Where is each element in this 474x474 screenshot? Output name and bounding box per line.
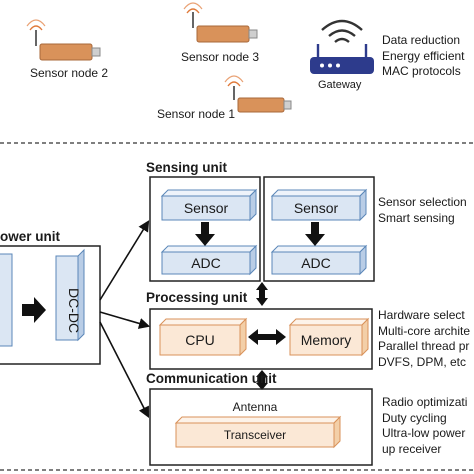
power-arrow bbox=[22, 297, 46, 323]
processing-unit-title: Processing unit bbox=[146, 290, 248, 305]
transceiver-label: Transceiver bbox=[223, 428, 287, 442]
arrow-to-processing bbox=[99, 311, 151, 329]
network-note: Energy efficient bbox=[382, 48, 465, 63]
power-unit-box bbox=[0, 245, 101, 365]
right-sensor-label: Sensor bbox=[293, 200, 339, 216]
communication-note: Duty cycling bbox=[382, 410, 447, 425]
sensor-node-3-label: Sensor node 3 bbox=[181, 50, 260, 64]
processing-note: Hardware select bbox=[378, 308, 465, 322]
antenna-label: Antenna bbox=[232, 400, 278, 414]
sensing-note: Sensor selection bbox=[378, 195, 467, 209]
right-sensor-to-adc-arrow bbox=[305, 222, 325, 246]
memory-label: Memory bbox=[300, 332, 352, 348]
network-note: Data reduction bbox=[382, 33, 461, 47]
communication-note: Radio optimizati bbox=[382, 395, 468, 409]
sensor-node-1-label: Sensor node 1 bbox=[157, 107, 236, 121]
processing-note: Multi-core archite bbox=[378, 323, 471, 338]
transceiver-block bbox=[175, 422, 335, 448]
gateway-router-icon bbox=[310, 19, 374, 74]
sensing-processing-arrow bbox=[256, 282, 268, 306]
network-note: MAC protocols bbox=[382, 64, 461, 78]
communication-note: Ultra-low power bbox=[382, 426, 466, 440]
arrow-to-sensing bbox=[99, 220, 150, 301]
dcdc-block-side bbox=[77, 248, 85, 342]
sensor-node-3-device bbox=[183, 2, 258, 43]
processing-unit-frame bbox=[149, 308, 373, 370]
sensing-note: Smart sensing bbox=[378, 210, 455, 225]
dcdc-label: DC-DC bbox=[66, 288, 82, 334]
arrow-to-communication bbox=[99, 321, 150, 418]
processing-note: Parallel thread pr bbox=[378, 339, 470, 353]
cpu-block bbox=[159, 324, 241, 356]
right-adc-label: ADC bbox=[301, 255, 331, 271]
cpu-label: CPU bbox=[185, 332, 215, 348]
power-unit-title: ower unit bbox=[0, 229, 60, 244]
processing-communication-arrow bbox=[256, 370, 268, 390]
communication-unit-title: Communication unit bbox=[146, 371, 277, 386]
communication-notes: Radio optimizati Duty cycling Ultra-low … bbox=[382, 395, 474, 457]
sensing-unit-right-frame bbox=[263, 176, 375, 282]
left-sensor-label: Sensor bbox=[183, 200, 229, 216]
sensor-node-1-device bbox=[224, 75, 292, 113]
gateway-label: Gateway bbox=[318, 79, 362, 91]
processing-note: DVFS, DPM, etc bbox=[378, 354, 467, 369]
cpu-memory-arrow bbox=[248, 329, 286, 345]
sensing-notes: Sensor selection Smart sensing bbox=[378, 195, 467, 226]
power-source-block bbox=[0, 253, 13, 347]
left-sensor-to-adc-arrow bbox=[195, 222, 215, 246]
sensing-unit-left-frame bbox=[149, 176, 261, 282]
sensor-node-2-label: Sensor node 2 bbox=[30, 66, 109, 80]
communication-note: up receiver bbox=[382, 441, 442, 456]
memory-block bbox=[289, 324, 363, 356]
left-sensor-block bbox=[161, 195, 251, 221]
processing-notes: Hardware select Multi-core archite Paral… bbox=[378, 308, 474, 370]
communication-unit-frame bbox=[149, 388, 373, 466]
sensor-node-2-device bbox=[26, 19, 101, 61]
sensing-unit-title: Sensing unit bbox=[146, 160, 227, 175]
left-adc-label: ADC bbox=[191, 255, 221, 271]
network-notes: Data reduction Energy efficient MAC prot… bbox=[382, 33, 465, 80]
